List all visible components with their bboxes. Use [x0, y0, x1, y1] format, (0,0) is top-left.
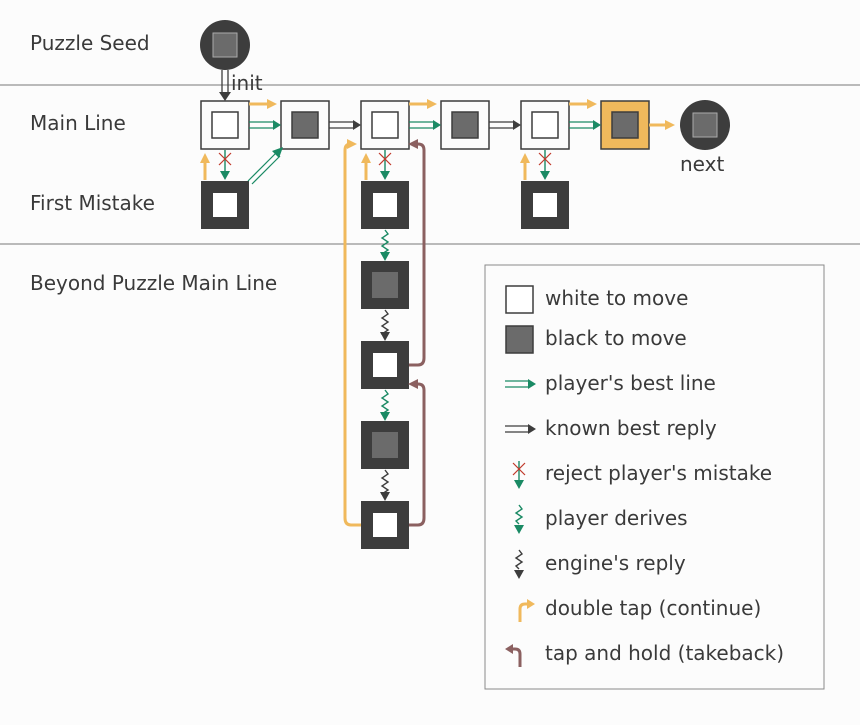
black-square	[291, 111, 319, 139]
init-arrow	[219, 92, 231, 101]
black-square	[692, 112, 718, 138]
legend-known-reply-icon	[505, 424, 536, 434]
legend-reject-icon	[512, 461, 526, 489]
legend-box	[484, 264, 825, 690]
row-label-mistake: First Mistake	[30, 191, 155, 215]
legend-double-tap-label: double tap (continue)	[545, 596, 761, 620]
next-label: next	[680, 152, 724, 176]
white-square	[531, 111, 559, 139]
row-label-beyond: Beyond Puzzle Main Line	[30, 271, 277, 295]
legend-tap-hold-icon	[505, 644, 522, 667]
legend-black-icon	[505, 325, 534, 354]
black-square	[372, 432, 398, 458]
legend: white to move black to move player's bes…	[484, 264, 825, 690]
white-square	[371, 111, 399, 139]
takeback-path	[409, 382, 426, 527]
white-square	[373, 513, 397, 537]
legend-white-icon	[505, 285, 534, 314]
player-best-arrow	[273, 120, 281, 130]
legend-engine-reply-label: engine's reply	[545, 551, 686, 575]
legend-player-best-label: player's best line	[545, 371, 716, 395]
takeback-path	[409, 142, 426, 367]
white-square	[373, 353, 397, 377]
legend-double-tap-icon	[518, 599, 535, 622]
legend-tap-hold-label: tap and hold (takeback)	[545, 641, 784, 665]
legend-black-label: black to move	[545, 326, 687, 350]
known-reply-arrow	[513, 120, 521, 130]
player-best-arrow	[272, 147, 283, 158]
legend-player-best-icon	[505, 379, 536, 389]
white-square	[533, 193, 557, 217]
row-label-main: Main Line	[30, 111, 126, 135]
black-square	[611, 111, 639, 139]
white-square	[373, 193, 397, 217]
legend-player-derives-label: player derives	[545, 506, 688, 530]
black-square	[451, 111, 479, 139]
legend-white-label: white to move	[545, 286, 688, 310]
legend-player-derives-icon	[514, 504, 524, 534]
player-best-arrow	[593, 120, 601, 130]
double-tap-path	[343, 139, 361, 527]
player-best-arrow	[433, 120, 441, 130]
row-label-seed: Puzzle Seed	[30, 31, 150, 55]
legend-known-reply-label: known best reply	[545, 416, 717, 440]
legend-engine-reply-icon	[514, 549, 524, 579]
white-square	[213, 193, 237, 217]
known-reply-arrow	[353, 120, 361, 130]
black-square	[212, 32, 238, 58]
legend-reject-label: reject player's mistake	[545, 461, 772, 485]
black-square	[372, 272, 398, 298]
white-square	[211, 111, 239, 139]
init-label: init	[231, 71, 263, 95]
